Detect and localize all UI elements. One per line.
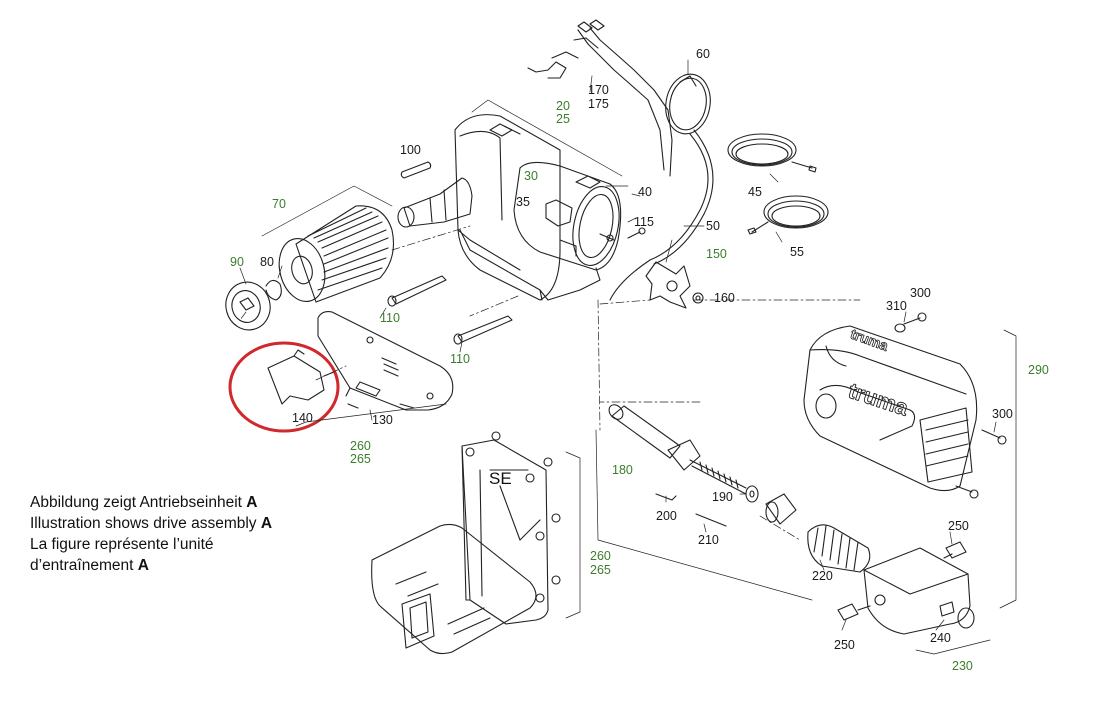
screw-cover-bottom	[955, 485, 979, 499]
cable-clamp-60	[665, 73, 711, 135]
cable-coil-55	[747, 195, 829, 235]
label-170: 170	[588, 83, 609, 97]
label-300-top: 300	[910, 286, 931, 300]
label-175: 175	[588, 97, 609, 111]
spindle-180	[608, 404, 747, 495]
label-100: 100	[400, 143, 421, 157]
cover-290	[803, 325, 978, 492]
label-260-lower: 260	[590, 549, 611, 563]
center-dashed-axis	[239, 225, 861, 541]
washer-190	[745, 485, 759, 503]
end-cap-90	[225, 281, 271, 331]
label-250-lower: 250	[834, 638, 855, 652]
label-260-upper: 260	[350, 439, 371, 453]
gear-housing-20-25	[397, 114, 561, 301]
caption-line-fr-1: La figure représente l’unité	[30, 536, 214, 553]
cover-logo: truma	[845, 378, 912, 421]
label-250-upper: 250	[948, 519, 969, 533]
washer-310	[894, 323, 906, 333]
bolt-250-upper	[943, 541, 967, 559]
bolt-110-upper	[387, 275, 447, 307]
label-150: 150	[706, 247, 727, 261]
label-80: 80	[260, 255, 274, 269]
label-220: 220	[812, 569, 833, 583]
diagram-caption: Abbildung zeigt Antriebseinheit A Illust…	[30, 492, 272, 576]
caption-line-fr-2: d’entraînement A	[30, 557, 149, 574]
motor-frame	[459, 229, 601, 301]
label-230: 230	[952, 659, 973, 673]
bushing	[765, 493, 797, 525]
label-25: 25	[556, 112, 570, 126]
label-200: 200	[656, 509, 677, 523]
caption-line-de: Abbildung zeigt Antriebseinheit A	[30, 494, 258, 511]
label-70: 70	[272, 197, 286, 211]
bracket-mark-se: SE	[489, 469, 512, 488]
screw-115	[627, 227, 646, 239]
cable-harness-170-175	[527, 19, 673, 177]
drive-roller-70	[278, 205, 395, 303]
mounting-bracket	[371, 431, 561, 655]
highlight-circle-140	[228, 341, 340, 433]
screw-210	[695, 513, 727, 527]
label-90: 90	[230, 255, 244, 269]
side-plate-130	[317, 311, 454, 411]
cover-logo-top: truma	[848, 326, 890, 354]
electric-motor-30	[513, 161, 622, 271]
label-210: 210	[698, 533, 719, 547]
label-240: 240	[930, 631, 951, 645]
key-pin-100	[400, 161, 432, 179]
label-45: 45	[748, 185, 762, 199]
label-50: 50	[706, 219, 720, 233]
label-55: 55	[790, 245, 804, 259]
cable-40-50	[609, 133, 709, 301]
cable-coil-45	[727, 133, 817, 173]
label-290: 290	[1028, 363, 1049, 377]
bolt-110-lower	[453, 315, 513, 345]
circlip-80	[265, 279, 282, 301]
label-60: 60	[696, 47, 710, 61]
label-110-lower: 110	[450, 352, 470, 366]
label-160: 160	[714, 291, 735, 305]
label-310: 310	[886, 299, 907, 313]
label-40: 40	[638, 185, 652, 199]
part-labels: 60 170 175 20 25 100 30 35 40 45 115 50 …	[230, 47, 1049, 673]
label-110-upper: 110	[380, 311, 400, 325]
label-115: 115	[634, 215, 654, 229]
leader-lines	[239, 59, 1017, 655]
label-20: 20	[556, 99, 570, 113]
nut-160	[692, 292, 704, 304]
screw-300-top	[903, 312, 927, 325]
screw-200	[655, 493, 677, 501]
fan-wheel-150	[645, 261, 691, 309]
caption-line-en: Illustration shows drive assembly A	[30, 515, 273, 532]
label-300-side: 300	[992, 407, 1013, 421]
bolt-250-lower	[837, 603, 871, 621]
label-130: 130	[372, 413, 393, 427]
worm-gear-220	[807, 524, 871, 573]
label-30: 30	[524, 169, 538, 183]
label-35: 35	[516, 195, 530, 209]
screw-300-side	[981, 429, 1007, 445]
label-140: 140	[292, 411, 313, 425]
end-housing-230	[863, 547, 971, 635]
cap-240	[957, 607, 975, 629]
label-265-upper: 265	[350, 452, 371, 466]
label-265-lower: 265	[590, 563, 611, 577]
label-190: 190	[712, 490, 733, 504]
label-180: 180	[612, 463, 633, 477]
